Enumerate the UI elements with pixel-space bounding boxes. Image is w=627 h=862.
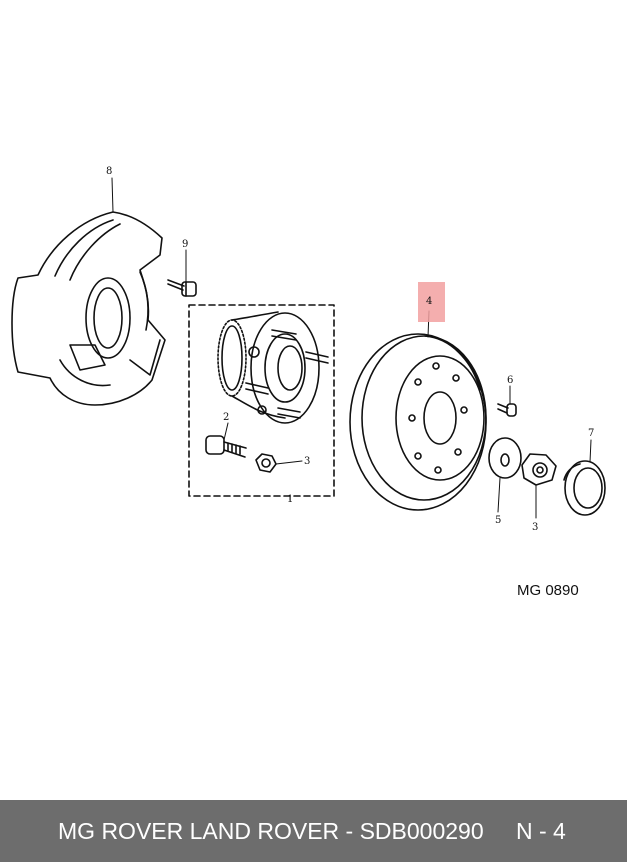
dust-shield-part <box>11 211 166 406</box>
callout-highlight <box>418 282 445 322</box>
washer-part <box>488 437 522 479</box>
hub-nut-part <box>255 453 277 473</box>
exploded-parts-diagram: 8 9 2 3 1 4 6 5 3 7 <box>11 166 606 533</box>
callout-9: 9 <box>182 239 188 250</box>
callout-2: 2 <box>223 412 229 423</box>
axle-nut-part <box>521 453 557 486</box>
footer-bar: MG ROVER LAND ROVER - SDB000290 N - 4 <box>0 800 627 862</box>
drawing-code-label: MG 0890 <box>517 582 579 599</box>
disc-screw-part <box>497 403 517 417</box>
shield-bolt-part <box>167 279 197 297</box>
callout-8: 8 <box>106 166 112 177</box>
hub-assembly-box <box>188 304 335 497</box>
footer-position-ref: N - 4 <box>516 818 566 844</box>
footer-part-title: MG ROVER LAND ROVER - SDB000290 <box>58 818 484 844</box>
callout-7: 7 <box>588 428 594 439</box>
hub-bolt-part <box>205 435 247 458</box>
leader-lines <box>111 177 592 519</box>
callout-5: 5 <box>495 515 501 526</box>
brake-disc-part <box>349 333 487 511</box>
callout-3-left: 3 <box>304 456 310 467</box>
hub-cap-part <box>563 460 606 516</box>
callout-4: 4 <box>426 296 432 307</box>
callout-1: 1 <box>287 494 293 505</box>
callout-6: 6 <box>507 375 513 386</box>
wheel-hub-part <box>217 311 329 424</box>
callout-3-right: 3 <box>532 522 538 533</box>
